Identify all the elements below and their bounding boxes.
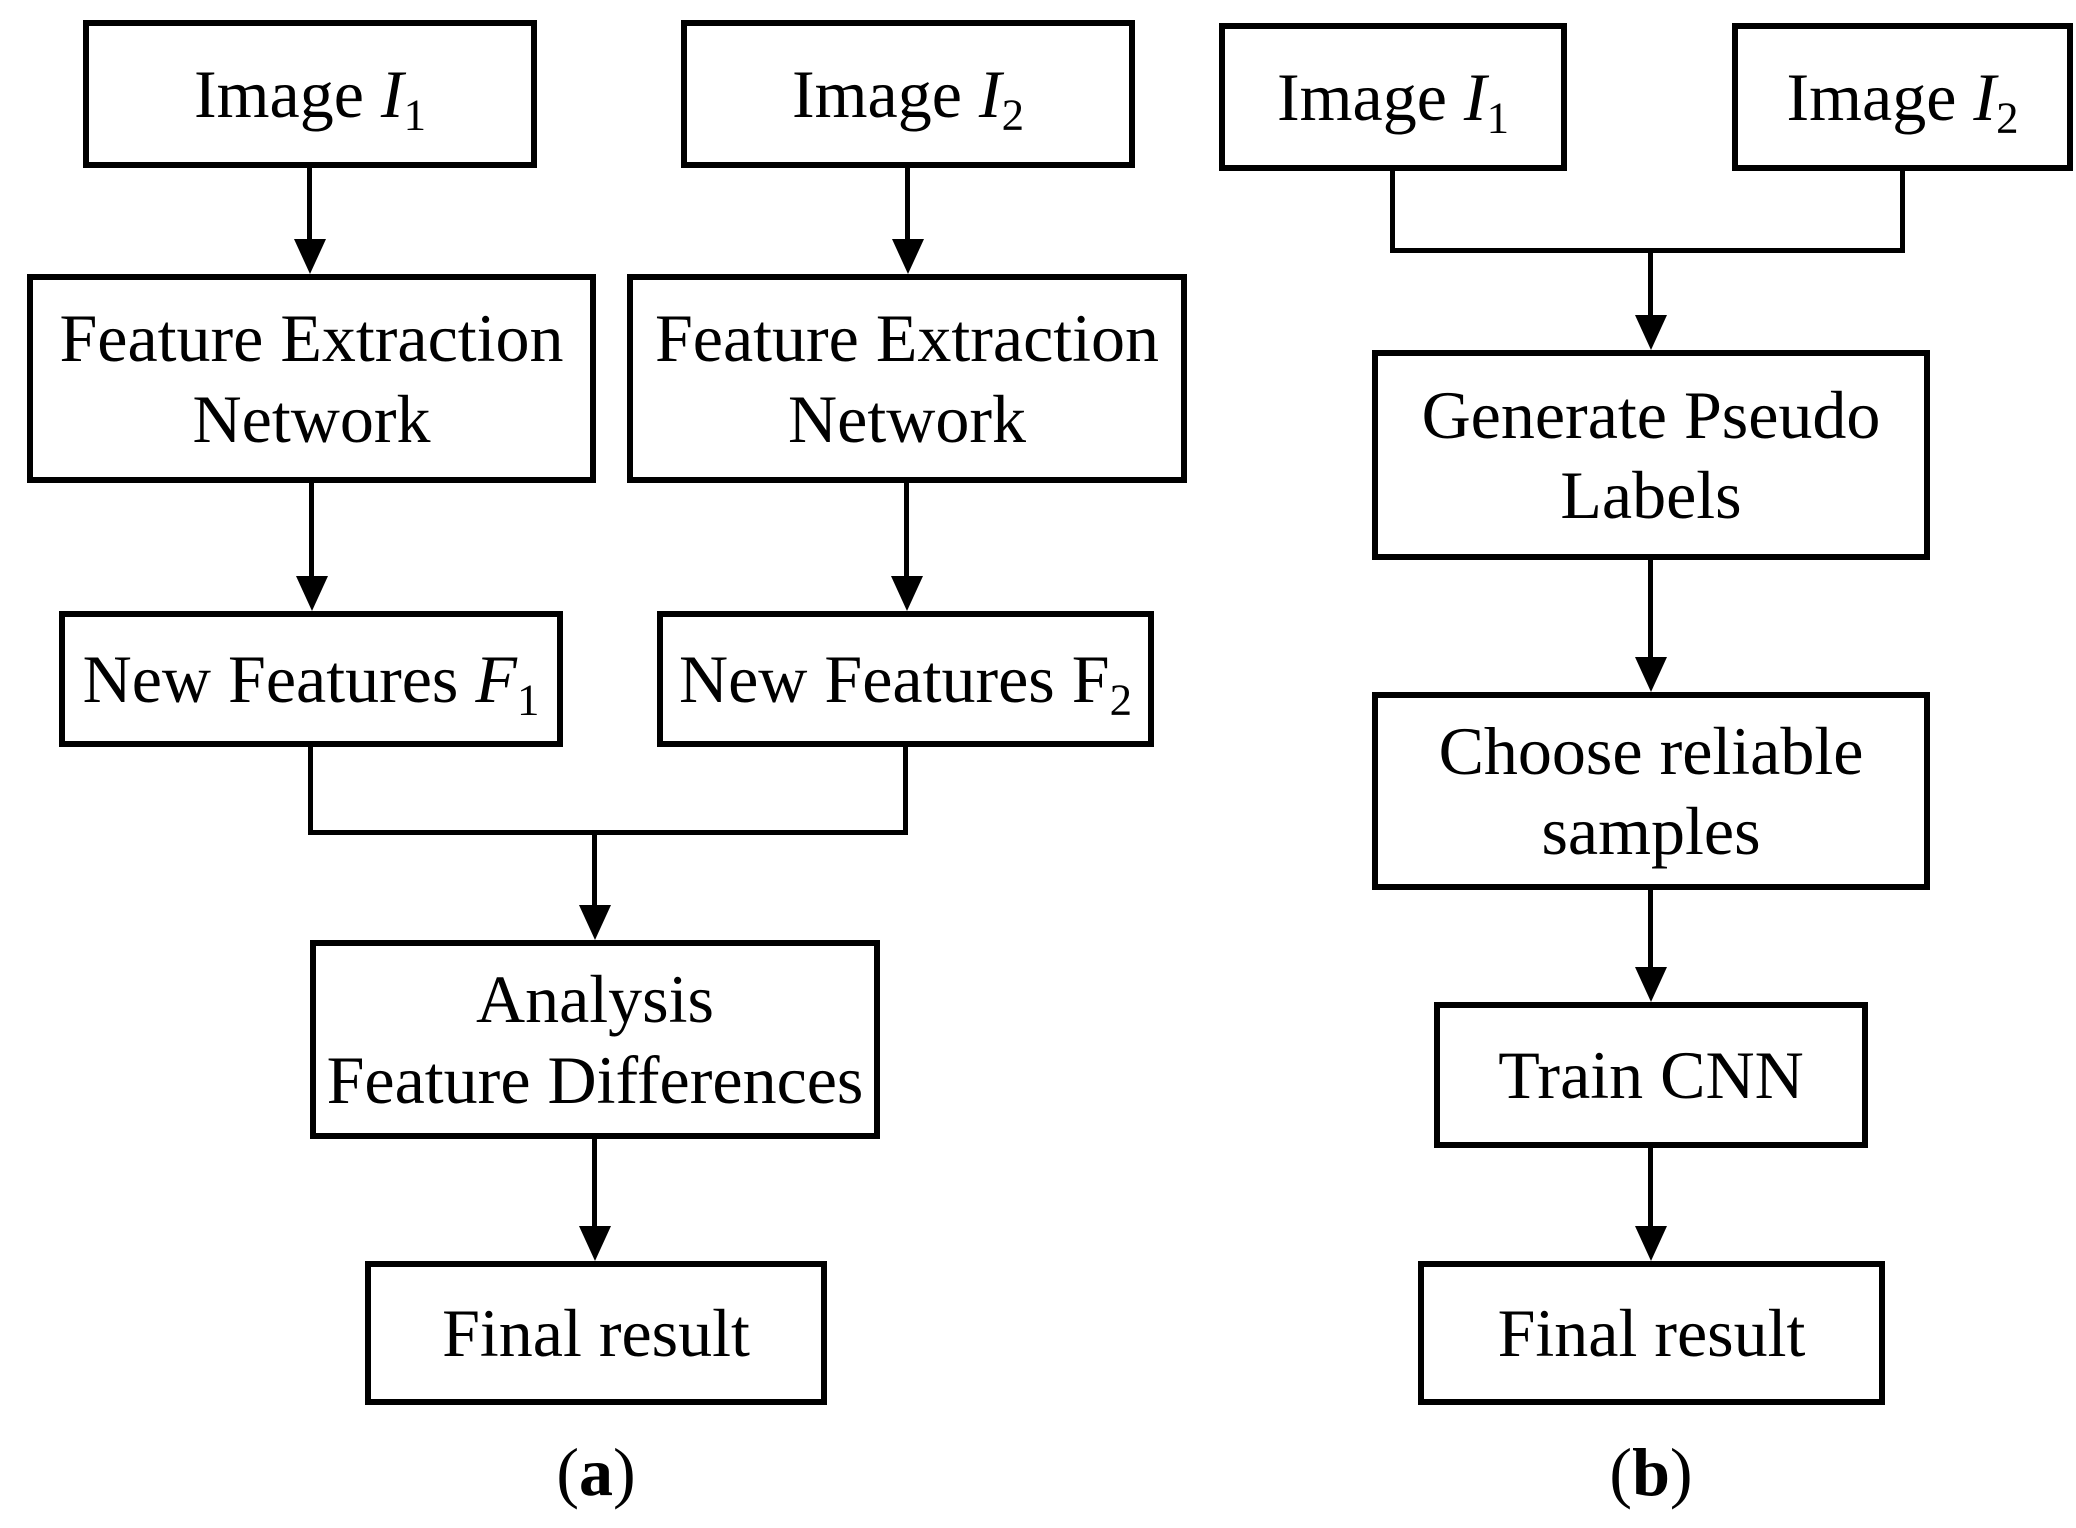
label-line2: samples xyxy=(1541,793,1761,869)
arrow-b-pseudo-to-choose-head xyxy=(1635,657,1667,692)
math-var: I xyxy=(978,55,1002,132)
label-line1: Analysis xyxy=(476,961,714,1038)
math-subscript: 2 xyxy=(1109,674,1133,725)
arrow-a-image1-to-fen1-line xyxy=(307,166,312,248)
node-b-train-cnn: Train CNN xyxy=(1434,1002,1868,1148)
math-var: I xyxy=(1463,58,1487,135)
label-line1: Choose reliable xyxy=(1438,712,1864,789)
node-a-final-result-label: Final result xyxy=(442,1294,750,1371)
math-var: I xyxy=(1973,58,1997,135)
connector-a-nf1-drop-line xyxy=(308,745,313,835)
arrow-b-train-to-final-head xyxy=(1635,1226,1667,1261)
arrow-b-merge-to-pseudo-line xyxy=(1648,250,1653,318)
caption-a-letter: a xyxy=(579,1434,613,1510)
node-a-image-i1-label: Image I1 xyxy=(194,54,426,137)
caption-b-letter: b xyxy=(1632,1434,1670,1510)
math-var: F xyxy=(475,640,517,717)
arrow-a-merge-to-analysis-line xyxy=(592,832,597,908)
arrow-a-analysis-to-final-head xyxy=(579,1226,611,1261)
node-a-image-i1: Image I1 xyxy=(83,20,537,168)
caption-panel-a: (a) xyxy=(446,1438,746,1506)
node-b-image-i1: Image I1 xyxy=(1219,23,1567,171)
caption-b-open-paren: ( xyxy=(1609,1434,1633,1510)
arrow-a-fen1-to-nf1-line xyxy=(309,481,314,583)
math-var: F xyxy=(1071,640,1110,717)
node-b-choose-reliable-samples: Choose reliable samples xyxy=(1372,692,1930,890)
node-a-new-features-f2-label: New Features F2 xyxy=(678,639,1132,722)
node-b-generate-pseudo-labels: Generate Pseudo Labels xyxy=(1372,350,1930,560)
caption-a-close-paren: ) xyxy=(613,1434,636,1510)
math-subscript: 2 xyxy=(1001,89,1024,140)
math-subscript: 2 xyxy=(1996,92,2019,143)
arrow-b-pseudo-to-choose-line xyxy=(1648,558,1653,660)
math-var: I xyxy=(380,55,404,132)
arrow-a-merge-to-analysis-head xyxy=(579,905,611,940)
node-a-final-result: Final result xyxy=(365,1261,827,1405)
math-subscript: 1 xyxy=(516,674,540,725)
arrow-a-fen1-to-nf1-head xyxy=(296,576,328,611)
node-a-new-features-f1-label: New Features F1 xyxy=(82,639,540,722)
arrow-a-fen2-to-nf2-line xyxy=(904,481,909,583)
connector-a-nf2-drop-line xyxy=(903,745,908,835)
label-line2: Labels xyxy=(1560,457,1742,533)
caption-panel-b: (b) xyxy=(1501,1438,1801,1506)
arrow-a-image2-to-fen2-line xyxy=(905,166,910,248)
label-line1: Generate Pseudo xyxy=(1421,376,1881,453)
arrow-b-choose-to-train-line xyxy=(1648,888,1653,970)
node-b-image-i1-label: Image I1 xyxy=(1277,57,1509,140)
node-a-feature-extraction-2: Feature Extraction Network xyxy=(627,274,1187,483)
node-b-final-result: Final result xyxy=(1418,1261,1885,1405)
math-subscript: 1 xyxy=(403,89,426,140)
label-line1: Feature Extraction xyxy=(59,300,564,377)
connector-b-image1-drop-line xyxy=(1390,169,1395,253)
node-b-final-result-label: Final result xyxy=(1497,1294,1806,1371)
label-text: Image xyxy=(194,55,381,132)
arrow-a-fen2-to-nf2-head xyxy=(891,576,923,611)
label-text: Image xyxy=(1277,58,1464,135)
node-a-feature-extraction-1: Feature Extraction Network xyxy=(27,274,596,483)
caption-b-close-paren: ) xyxy=(1669,1434,1693,1510)
label-text: Image xyxy=(1786,58,1974,135)
node-b-image-i2-label: Image I2 xyxy=(1786,57,2019,140)
label-line2: Feature Differences xyxy=(326,1041,864,1118)
arrow-a-image2-to-fen2-head xyxy=(892,239,924,274)
arrow-a-image1-to-fen1-head xyxy=(294,239,326,274)
connector-b-merge-line xyxy=(1390,248,1905,253)
connector-b-image2-drop-line xyxy=(1900,169,1905,253)
arrow-b-choose-to-train-head xyxy=(1635,967,1667,1002)
label-line1: Feature Extraction xyxy=(654,300,1160,377)
caption-a-open-paren: ( xyxy=(556,1434,579,1510)
node-a-image-i2: Image I2 xyxy=(681,20,1135,168)
label-text: New Features xyxy=(82,640,476,717)
node-a-new-features-f2: New Features F2 xyxy=(657,611,1154,747)
node-b-image-i2: Image I2 xyxy=(1732,23,2073,171)
node-a-new-features-f1: New Features F1 xyxy=(59,611,563,747)
arrow-a-analysis-to-final-line xyxy=(592,1137,597,1229)
node-a-image-i2-label: Image I2 xyxy=(792,54,1024,137)
arrow-b-train-to-final-line xyxy=(1648,1146,1653,1228)
connector-a-merge-line xyxy=(308,830,908,835)
label-text: New Features xyxy=(678,640,1072,717)
arrow-b-merge-to-pseudo-head xyxy=(1635,315,1667,350)
node-a-analysis-feature-differences: Analysis Feature Differences xyxy=(310,940,880,1139)
label-text: Image xyxy=(792,55,979,132)
node-b-train-cnn-label: Train CNN xyxy=(1498,1036,1804,1113)
label-line2: Network xyxy=(192,380,431,457)
math-subscript: 1 xyxy=(1486,92,1509,143)
label-line2: Network xyxy=(788,380,1026,457)
